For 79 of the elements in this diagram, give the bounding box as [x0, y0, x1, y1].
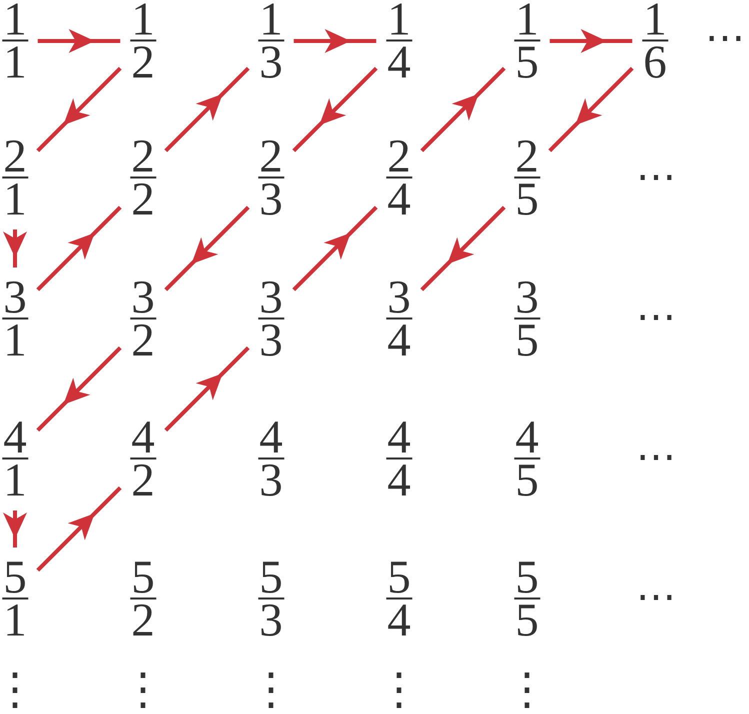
- vertical-ellipsis: ⋮: [377, 668, 421, 712]
- denominator: 3: [258, 42, 284, 82]
- arrow: [292, 206, 378, 292]
- numerator: 1: [2, 0, 28, 42]
- denominator: 1: [2, 600, 28, 640]
- denominator: 2: [130, 42, 156, 82]
- arrow: [294, 29, 376, 53]
- numerator: 2: [2, 136, 28, 178]
- vertical-ellipsis: ⋮: [0, 668, 37, 712]
- arrow: [36, 346, 122, 432]
- numerator: 3: [514, 278, 540, 320]
- arrow: [164, 346, 250, 432]
- numerator: 1: [386, 0, 412, 42]
- arrow: [420, 206, 506, 292]
- arrow: [164, 66, 250, 152]
- arrow: [36, 206, 122, 292]
- denominator: 3: [258, 460, 284, 500]
- vertical-ellipsis: ⋮: [249, 668, 293, 712]
- denominator: 2: [130, 460, 156, 500]
- arrow: [36, 66, 122, 152]
- horizontal-ellipsis: ⋯: [705, 18, 745, 58]
- numerator: 5: [130, 558, 156, 600]
- denominator: 3: [258, 320, 284, 360]
- denominator: 4: [386, 460, 412, 500]
- numerator: 4: [2, 418, 28, 460]
- denominator: 1: [2, 42, 28, 82]
- numerator: 3: [130, 278, 156, 320]
- denominator: 5: [514, 178, 540, 220]
- arrow: [3, 510, 27, 548]
- numerator: 4: [514, 418, 540, 460]
- denominator: 1: [2, 178, 28, 220]
- numerator: 5: [258, 558, 284, 600]
- denominator: 5: [514, 42, 540, 82]
- numerator: 1: [514, 0, 540, 42]
- numerator: 2: [258, 136, 284, 178]
- numerator: 1: [130, 0, 156, 42]
- denominator: 5: [514, 460, 540, 500]
- numerator: 2: [514, 136, 540, 178]
- denominator: 4: [386, 178, 412, 220]
- vertical-ellipsis: ⋮: [505, 668, 549, 712]
- arrow: [3, 230, 27, 268]
- numerator: 2: [130, 136, 156, 178]
- numerator: 4: [386, 418, 412, 460]
- numerator: 2: [386, 136, 412, 178]
- arrow: [36, 486, 122, 572]
- denominator: 6: [642, 42, 668, 82]
- denominator: 4: [386, 320, 412, 360]
- arrow: [164, 206, 250, 292]
- denominator: 5: [514, 600, 540, 640]
- denominator: 3: [258, 600, 284, 640]
- denominator: 1: [2, 460, 28, 500]
- numerator: 3: [386, 278, 412, 320]
- denominator: 4: [386, 42, 412, 82]
- vertical-ellipsis: ⋮: [121, 668, 165, 712]
- denominator: 2: [130, 320, 156, 360]
- numerator: 3: [2, 278, 28, 320]
- horizontal-ellipsis: ⋯: [636, 577, 676, 617]
- arrow: [548, 66, 634, 152]
- arrow: [420, 66, 506, 152]
- numerator: 1: [258, 0, 284, 42]
- arrow: [38, 29, 120, 53]
- numerator: 4: [130, 418, 156, 460]
- numerator: 1: [642, 0, 668, 42]
- numerator: 5: [386, 558, 412, 600]
- denominator: 2: [130, 600, 156, 640]
- denominator: 3: [258, 178, 284, 220]
- numerator: 5: [2, 558, 28, 600]
- horizontal-ellipsis: ⋯: [636, 157, 676, 197]
- numerator: 5: [514, 558, 540, 600]
- horizontal-ellipsis: ⋯: [636, 297, 676, 337]
- denominator: 2: [130, 178, 156, 220]
- numerator: 3: [258, 278, 284, 320]
- denominator: 5: [514, 320, 540, 360]
- denominator: 4: [386, 600, 412, 640]
- horizontal-ellipsis: ⋯: [636, 437, 676, 477]
- arrow: [550, 29, 632, 53]
- arrow: [292, 66, 378, 152]
- denominator: 1: [2, 320, 28, 360]
- numerator: 4: [258, 418, 284, 460]
